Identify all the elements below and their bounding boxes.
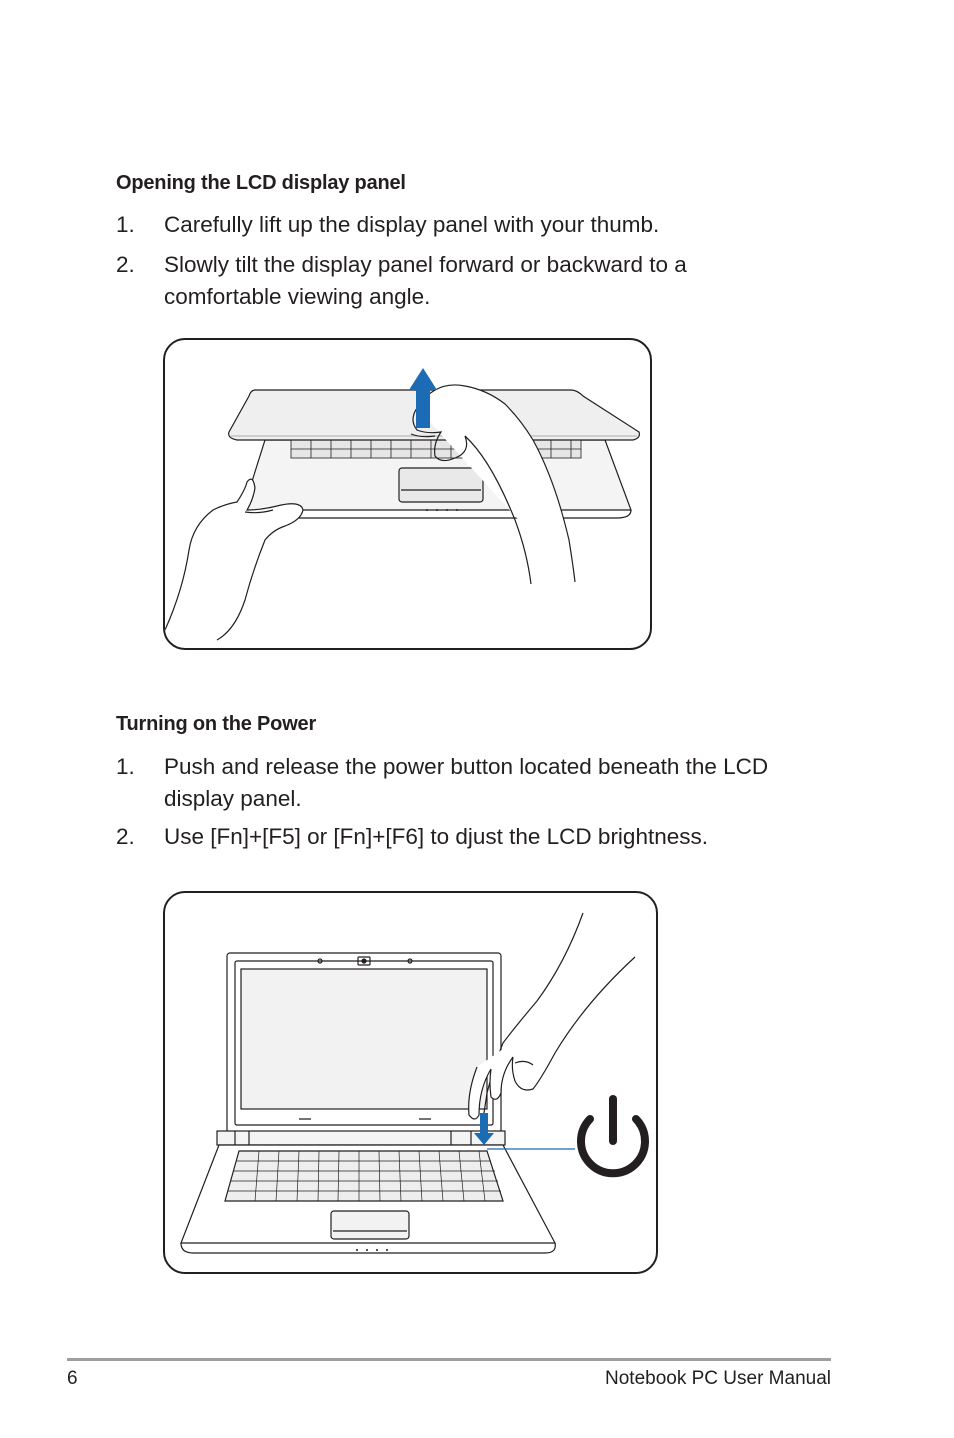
list-item: 1. Push and release the power button loc… <box>116 751 816 817</box>
laptop-power-illustration <box>180 912 649 1254</box>
manual-title: Notebook PC User Manual <box>605 1368 831 1389</box>
power-icon <box>577 1095 649 1178</box>
step-number: 1. <box>116 212 135 237</box>
step-number: 1. <box>116 754 135 779</box>
list-item: 1. Carefully lift up the display panel w… <box>116 209 816 243</box>
figure-open-lcd <box>163 338 652 650</box>
step-text: Push and release the power button locate… <box>164 754 769 811</box>
footer-divider <box>67 1358 831 1361</box>
step-text: Use [Fn]+[F5] or [Fn]+[F6] to djust the … <box>164 824 708 849</box>
up-arrow-icon <box>409 368 437 428</box>
list-item: 2. Use [Fn]+[F5] or [Fn]+[F6] to djust t… <box>116 821 816 855</box>
step-text: Slowly tilt the display panel forward or… <box>164 252 687 309</box>
figure-power-on <box>163 891 658 1274</box>
laptop-lid-illustration <box>165 368 640 641</box>
list-item: 2. Slowly tilt the display panel forward… <box>116 249 816 315</box>
down-arrow-icon <box>474 1113 494 1145</box>
step-number: 2. <box>116 252 135 277</box>
step-number: 2. <box>116 824 135 849</box>
step-text: Carefully lift up the display panel with… <box>164 212 660 237</box>
page-number: 6 <box>67 1368 78 1389</box>
section-heading-power-on: Turning on the Power <box>116 713 317 735</box>
section-heading-open-lcd: Opening the LCD display panel <box>116 172 406 194</box>
